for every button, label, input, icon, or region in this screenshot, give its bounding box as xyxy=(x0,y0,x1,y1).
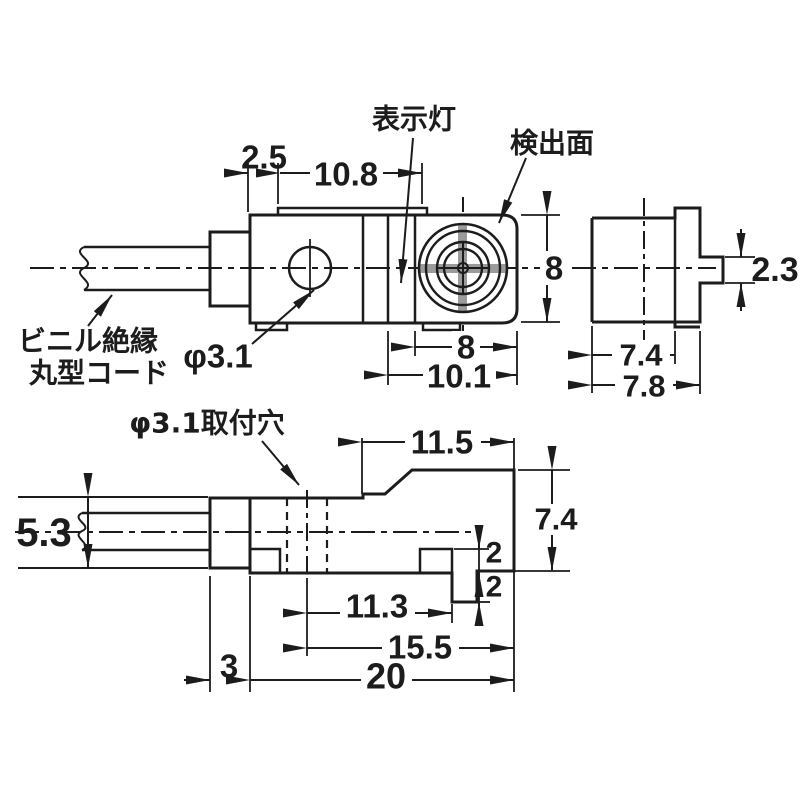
top-view-outline xyxy=(208,206,519,332)
dim-10-1: 10.1 xyxy=(427,358,491,395)
bottom-view-leader-lines xyxy=(261,440,300,486)
dim-15-5: 15.5 xyxy=(388,629,452,666)
cable-top-view xyxy=(79,245,210,292)
dim-8-head-height: 8 xyxy=(545,250,563,287)
dim-5-3: 5.3 xyxy=(16,511,72,555)
dim-2-lower: 2 xyxy=(486,571,503,604)
top-view: 2.5 10.8 8 8 10.1 φ3.1 表示灯 検出面 ビニル絶縁 丸型コ… xyxy=(18,103,716,395)
dim-7-4-bottom: 7.4 xyxy=(534,502,578,537)
label-cord-line2: 丸型コード xyxy=(28,357,169,390)
label-indicator-lamp: 表示灯 xyxy=(372,103,456,136)
dim-20: 20 xyxy=(366,656,406,697)
dim-2-upper: 2 xyxy=(486,537,503,570)
top-view-leader-lines xyxy=(87,137,527,345)
lens-top-view xyxy=(417,222,509,314)
dim-11-5: 11.5 xyxy=(411,424,473,461)
dim-11-3: 11.3 xyxy=(346,588,408,625)
bottom-view: φ3.1取付穴 11.5 7.4 2 2 5.3 11.3 15.5 3 20 xyxy=(15,407,585,697)
dim-3: 3 xyxy=(220,648,238,685)
mounting-hole-top-view xyxy=(287,239,333,297)
side-view: 7.4 7.8 2.3 xyxy=(568,198,799,404)
dim-2-5: 2.5 xyxy=(241,139,287,176)
side-view-outline xyxy=(590,206,725,329)
label-hole-dia: φ3.1 xyxy=(183,338,252,375)
bottom-view-centerlines xyxy=(15,490,474,578)
label-sensing-face: 検出面 xyxy=(510,127,594,160)
label-cord-line1: ビニル絶縁 xyxy=(18,325,158,358)
label-mounting-hole: φ3.1取付穴 xyxy=(129,407,285,440)
dim-7-8-side: 7.8 xyxy=(622,369,665,404)
dim-10-8: 10.8 xyxy=(314,156,378,193)
dim-7-4-side: 7.4 xyxy=(619,338,663,373)
dim-2-3: 2.3 xyxy=(751,251,798,289)
dim-8-head-width: 8 xyxy=(457,329,475,366)
mounting-hole-hidden-lines xyxy=(285,498,329,573)
